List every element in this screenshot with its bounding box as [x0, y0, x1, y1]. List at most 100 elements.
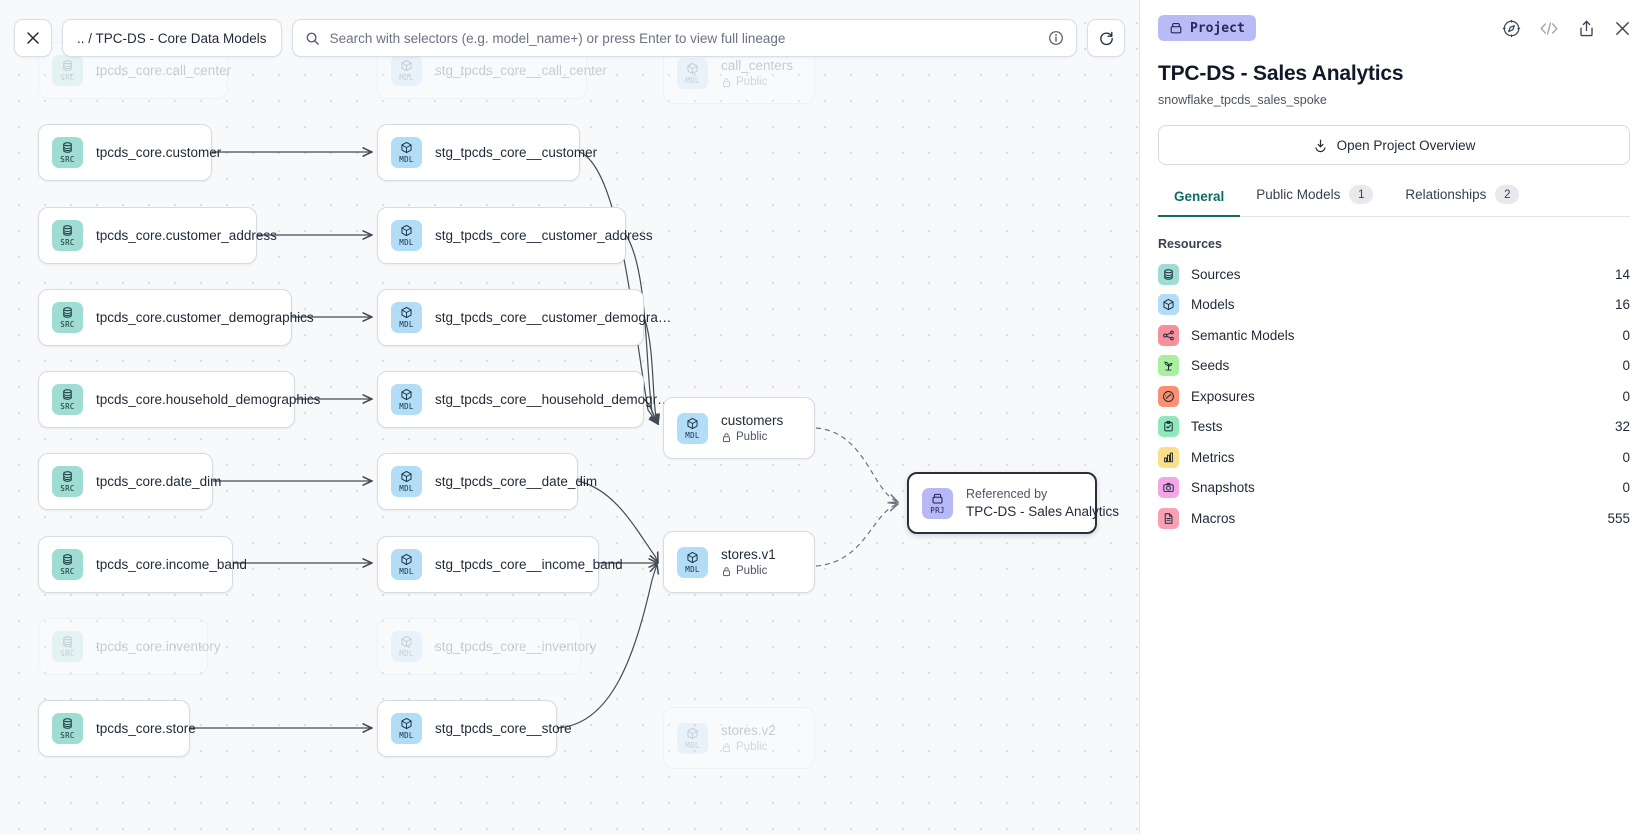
- node-text: tpcds_core.household_demographics: [96, 392, 320, 407]
- lineage-node[interactable]: SRC tpcds_core.date_dim: [38, 453, 221, 510]
- lineage-node[interactable]: SRC tpcds_core.store: [38, 700, 196, 757]
- lineage-node[interactable]: MDL stg_tpcds_core__date_dim: [377, 453, 597, 510]
- close-lineage-button[interactable]: [14, 19, 52, 57]
- database-icon: [63, 636, 72, 648]
- lineage-node[interactable]: MDL customers Public: [663, 397, 815, 459]
- lineage-node[interactable]: MDL stg_tpcds_core__store: [377, 700, 572, 757]
- lineage-node[interactable]: SRC tpcds_core.inventory: [38, 618, 221, 675]
- resource-row[interactable]: Exposures 0: [1158, 381, 1630, 412]
- lineage-node[interactable]: MDL stg_tpcds_core__customer_demogra…: [377, 289, 671, 346]
- close-icon[interactable]: [1613, 19, 1632, 38]
- resource-label: Seeds: [1191, 358, 1230, 374]
- tab-label: General: [1174, 189, 1225, 204]
- lineage-node[interactable]: MDL stg_tpcds_core__income_band: [377, 536, 623, 593]
- node-type-badge-mdl: MDL: [391, 55, 422, 86]
- referenced-by-project-node[interactable]: PRJ Referenced by TPC-DS - Sales Analyti…: [907, 472, 1119, 534]
- node-label: TPC-DS - Sales Analytics: [966, 504, 1120, 519]
- lineage-node[interactable]: SRC tpcds_core.customer: [38, 124, 221, 181]
- node-visibility: Public: [721, 431, 783, 443]
- search-box[interactable]: [291, 19, 1077, 57]
- share-icon[interactable]: [1577, 19, 1596, 38]
- lineage-edges: [190, 0, 1139, 834]
- node-label: tpcds_core.inventory: [96, 639, 221, 654]
- node-label: stg_tpcds_core__date_dim: [435, 474, 598, 489]
- tab-general[interactable]: General: [1158, 189, 1241, 217]
- lineage-node[interactable]: MDL stg_tpcds_core__customer_address: [377, 207, 653, 264]
- node-type-label: SRC: [60, 73, 75, 83]
- node-label: tpcds_core.date_dim: [96, 474, 222, 489]
- database-icon: [1164, 268, 1173, 280]
- compass-icon[interactable]: [1502, 19, 1521, 38]
- node-type-label: SRC: [60, 567, 75, 577]
- open-project-overview-button[interactable]: Open Project Overview: [1158, 125, 1630, 165]
- node-type-badge-src: SRC: [52, 713, 83, 744]
- database-icon: [63, 142, 72, 154]
- resource-icon: [1158, 416, 1179, 438]
- project-box-icon: [1170, 22, 1182, 34]
- code-icon[interactable]: [1538, 19, 1560, 38]
- lineage-node[interactable]: MDL stg_tpcds_core__inventory: [377, 618, 596, 675]
- resource-row[interactable]: Macros 555: [1158, 503, 1630, 534]
- node-type-label: MDL: [399, 731, 414, 741]
- resource-row[interactable]: Models 16: [1158, 290, 1630, 321]
- camera-icon: [1163, 483, 1174, 493]
- lineage-canvas[interactable]: .. / TPC-DS - Core Data Models: [0, 0, 1139, 834]
- project-type-chip[interactable]: Project: [1158, 15, 1256, 41]
- search-input[interactable]: [329, 30, 1038, 46]
- node-type-label: MDL: [399, 484, 414, 494]
- cube-icon: [401, 225, 412, 237]
- node-text: call_centers Public: [721, 58, 793, 88]
- resource-row[interactable]: Seeds 0: [1158, 351, 1630, 382]
- node-type-label: MDL: [685, 564, 700, 574]
- node-type-label: MDL: [399, 155, 414, 165]
- clipboard-icon: [1164, 421, 1173, 432]
- resource-label: Models: [1191, 297, 1235, 313]
- resource-icon: [1158, 507, 1179, 529]
- node-visibility: Public: [721, 565, 776, 577]
- resource-label: Sources: [1191, 266, 1241, 282]
- node-text: tpcds_core.customer: [96, 145, 221, 160]
- node-type-label: PRJ: [930, 505, 945, 515]
- node-visibility-label: Public: [736, 565, 768, 577]
- cube-icon: [687, 62, 698, 74]
- panel-header: Project: [1140, 0, 1648, 56]
- lineage-node[interactable]: MDL stg_tpcds_core__customer: [377, 124, 597, 181]
- info-circle-icon[interactable]: [1048, 30, 1064, 46]
- cube-icon: [401, 471, 412, 483]
- lineage-node[interactable]: MDL stores.v2 Public: [663, 707, 815, 769]
- resource-row[interactable]: Metrics 0: [1158, 442, 1630, 473]
- tab-count-badge: 2: [1495, 185, 1520, 204]
- lineage-node[interactable]: SRC tpcds_core.household_demographics: [38, 371, 320, 428]
- resource-row[interactable]: Snapshots 0: [1158, 473, 1630, 504]
- breadcrumb[interactable]: .. / TPC-DS - Core Data Models: [62, 19, 282, 57]
- node-label: customers: [721, 413, 784, 428]
- refresh-button[interactable]: [1087, 19, 1125, 57]
- node-type-badge-prj: PRJ: [922, 487, 953, 519]
- lineage-node[interactable]: MDL stg_tpcds_core__household_demogr…: [377, 371, 671, 428]
- close-icon: [27, 32, 39, 44]
- node-label: stg_tpcds_core__inventory: [435, 639, 597, 654]
- resource-icon: [1158, 446, 1179, 468]
- panel-body: TPC-DS - Sales Analytics snowflake_tpcds…: [1140, 56, 1648, 534]
- node-text: tpcds_core.store: [96, 721, 196, 736]
- lineage-node[interactable]: SRC tpcds_core.income_band: [38, 536, 247, 593]
- node-text: tpcds_core.income_band: [96, 557, 247, 572]
- node-label: call_centers: [721, 58, 794, 73]
- node-text: stg_tpcds_core__store: [435, 721, 572, 736]
- resource-row[interactable]: Sources 14: [1158, 259, 1630, 290]
- node-type-label: SRC: [60, 155, 75, 165]
- lineage-node[interactable]: SRC tpcds_core.customer_demographics: [38, 289, 314, 346]
- node-caption: Referenced by: [966, 487, 1048, 501]
- resources-list: Sources 14 Models 16 Semantic Models 0 S…: [1158, 259, 1630, 534]
- resource-count: 0: [1622, 449, 1630, 465]
- resource-row[interactable]: Tests 32: [1158, 412, 1630, 443]
- lineage-node[interactable]: MDL stores.v1 Public: [663, 531, 815, 593]
- node-type-label: SRC: [60, 731, 75, 741]
- lineage-node[interactable]: SRC tpcds_core.customer_address: [38, 207, 277, 264]
- resource-row[interactable]: Semantic Models 0: [1158, 320, 1630, 351]
- cube-icon: [401, 718, 412, 730]
- node-visibility: Public: [721, 741, 776, 753]
